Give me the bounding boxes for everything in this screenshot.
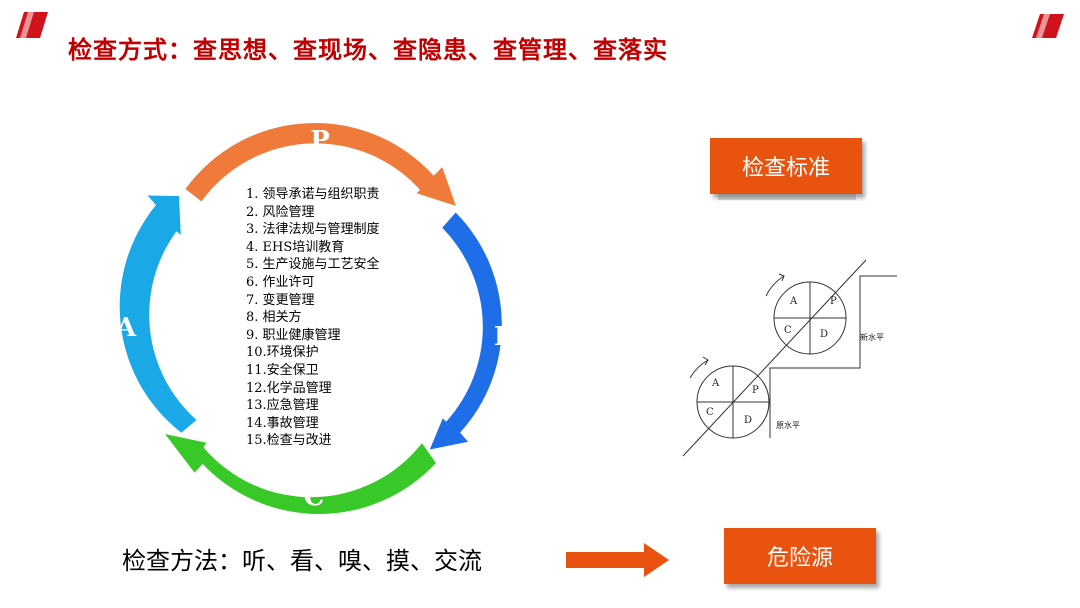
right-arrow-icon bbox=[566, 543, 669, 577]
logo-left bbox=[14, 10, 50, 40]
list-item: 1. 领导承诺与组织职责 bbox=[246, 187, 380, 202]
new-level-label: 新水平 bbox=[860, 332, 884, 342]
list-item: 5. 生产设施与工艺安全 bbox=[246, 257, 380, 273]
pdca-cycle: P D C A bbox=[115, 122, 517, 514]
upper-circle-d: D bbox=[820, 329, 828, 340]
standard-box-shadow bbox=[718, 194, 856, 200]
list-item: 10.环境保护 bbox=[246, 345, 319, 361]
list-item: 13.应急管理 bbox=[246, 398, 319, 414]
list-item: 4. EHS培训教育 bbox=[246, 239, 345, 255]
inspection-standard-box: 检查标准 bbox=[710, 138, 862, 194]
list-item: 7. 变更管理 bbox=[246, 292, 315, 308]
hazard-source-box: 危险源 bbox=[724, 528, 876, 584]
list-item: 2. 风险管理 bbox=[246, 204, 315, 220]
upper-circle-p: P bbox=[830, 296, 837, 307]
list-item: 15.检查与改进 bbox=[246, 433, 332, 449]
pdca-staircase-diagram: A P C D A P C D 新水平 原水平 bbox=[682, 259, 897, 457]
list-item: 3. 法律法规与管理制度 bbox=[246, 222, 380, 238]
list-item: 9. 职业健康管理 bbox=[246, 327, 341, 343]
logo-right bbox=[1030, 12, 1066, 40]
lower-circle-p: P bbox=[752, 385, 759, 396]
list-item: 11.安全保卫 bbox=[246, 362, 319, 378]
pdca-letter-c: C bbox=[304, 482, 325, 512]
list-item: 12.化学品管理 bbox=[246, 380, 332, 396]
pdca-letter-d: D bbox=[494, 322, 517, 352]
list-item: 14.事故管理 bbox=[246, 415, 319, 431]
lower-circle-c: C bbox=[706, 407, 714, 418]
slide-title: 检查方式：查思想、查现场、查隐患、查管理、查落实 bbox=[68, 36, 668, 64]
list-item: 8. 相关方 bbox=[246, 310, 302, 326]
pdca-arrow-c bbox=[165, 434, 436, 514]
lower-circle-d: D bbox=[744, 415, 752, 426]
pdca-arrow-p bbox=[185, 122, 456, 206]
pdca-letter-p: P bbox=[310, 126, 330, 156]
pdca-letter-a: A bbox=[115, 313, 137, 343]
list-item: 6. 作业许可 bbox=[246, 274, 315, 290]
upper-circle-c: C bbox=[784, 325, 792, 336]
management-item-list: 1. 领导承诺与组织职责 2. 风险管理 3. 法律法规与管理制度 4. EHS… bbox=[246, 186, 380, 450]
old-level-label: 原水平 bbox=[776, 420, 800, 430]
pdca-arrow-a bbox=[119, 195, 197, 433]
inspection-method-text: 检查方法：听、看、嗅、摸、交流 bbox=[122, 547, 482, 575]
pdca-arrow-d bbox=[429, 212, 502, 450]
upper-circle-a: A bbox=[789, 296, 798, 307]
lower-circle-a: A bbox=[711, 378, 720, 389]
